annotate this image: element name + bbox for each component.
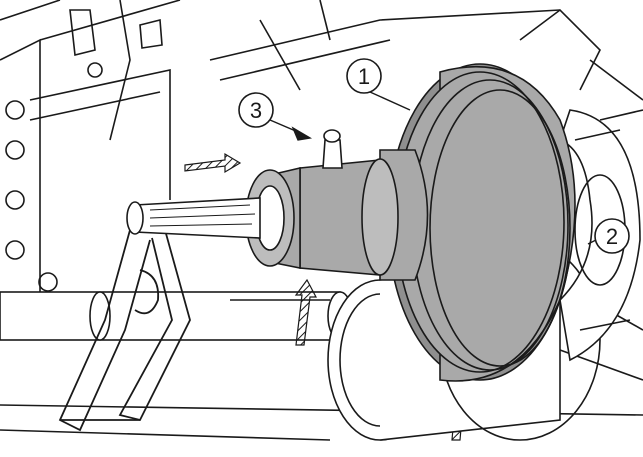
callout-1-label: 1	[358, 64, 370, 89]
splined-shaft	[126, 197, 261, 239]
grease-fitting	[322, 129, 343, 169]
callout-3: 3	[238, 92, 274, 128]
callout-3-label: 3	[250, 98, 262, 123]
chassis-frame	[0, 0, 643, 441]
wire-bracket	[58, 229, 191, 432]
callout-1: 1	[346, 58, 382, 94]
leader-lines	[269, 91, 601, 245]
callout-2: 2	[594, 218, 630, 254]
callout-2-label: 2	[606, 224, 618, 249]
grey-wheel-hub	[245, 63, 576, 382]
